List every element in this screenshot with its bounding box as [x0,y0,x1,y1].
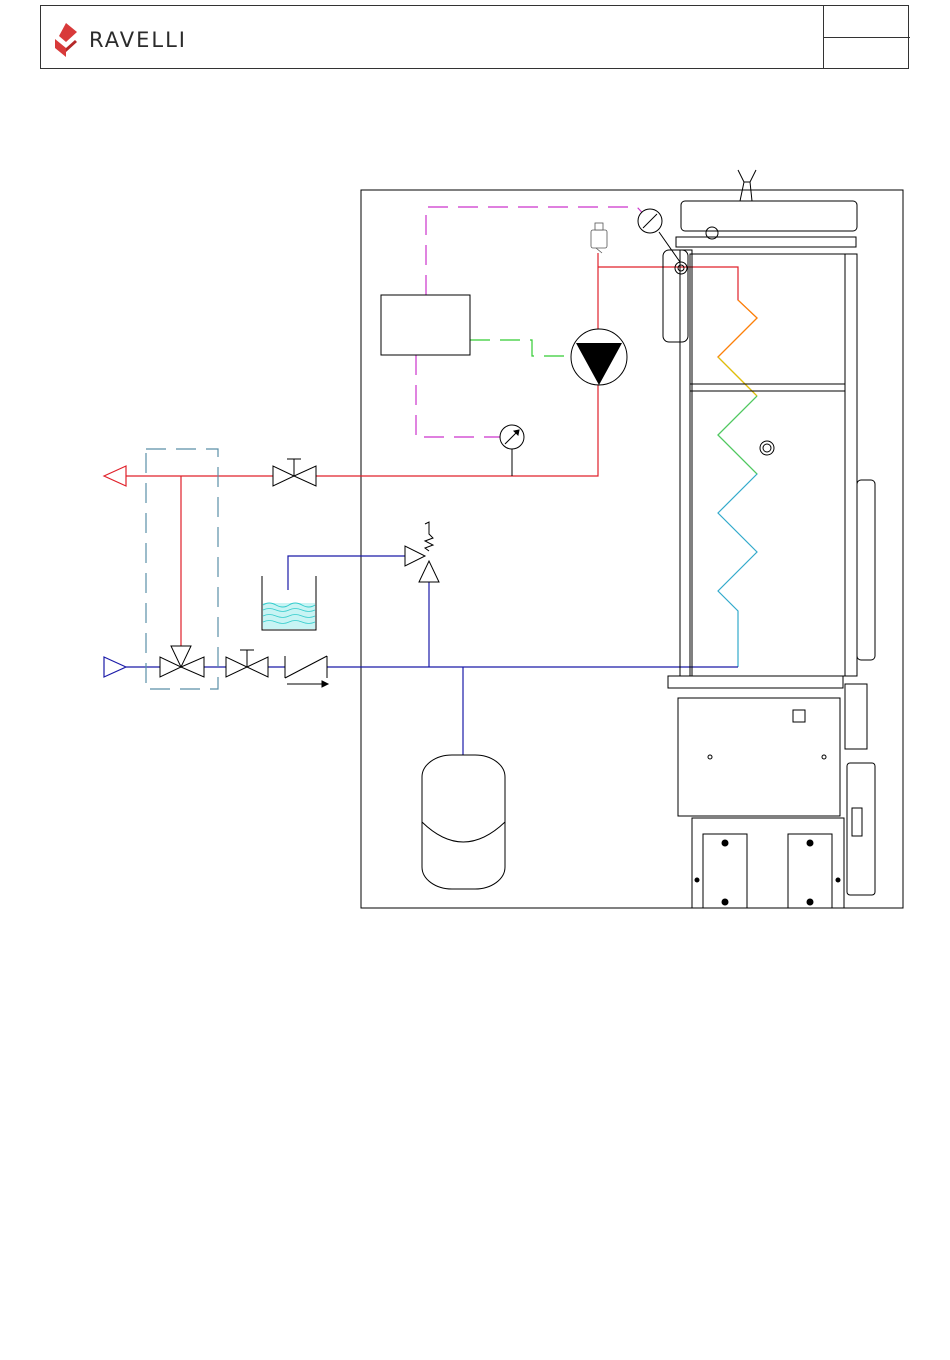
thermometer-boiler [638,209,680,262]
three-way-mixing-valve [160,646,204,677]
gate-valve-supply [273,459,316,486]
signal-line-green [470,340,570,356]
supply-outlet-arrow [104,466,126,486]
return-inlet-arrow [104,657,126,677]
control-unit [381,295,470,355]
gate-valve-return [226,650,268,677]
heat-exchanger-coil [718,396,757,667]
air-vent [591,223,607,253]
boiler-body [663,170,875,908]
check-valve [285,656,328,687]
drain-tank [262,576,316,630]
expansion-vessel [422,755,505,889]
circulation-pump [571,329,627,385]
thermometer-supply [500,425,524,476]
safety-valve [405,522,439,582]
